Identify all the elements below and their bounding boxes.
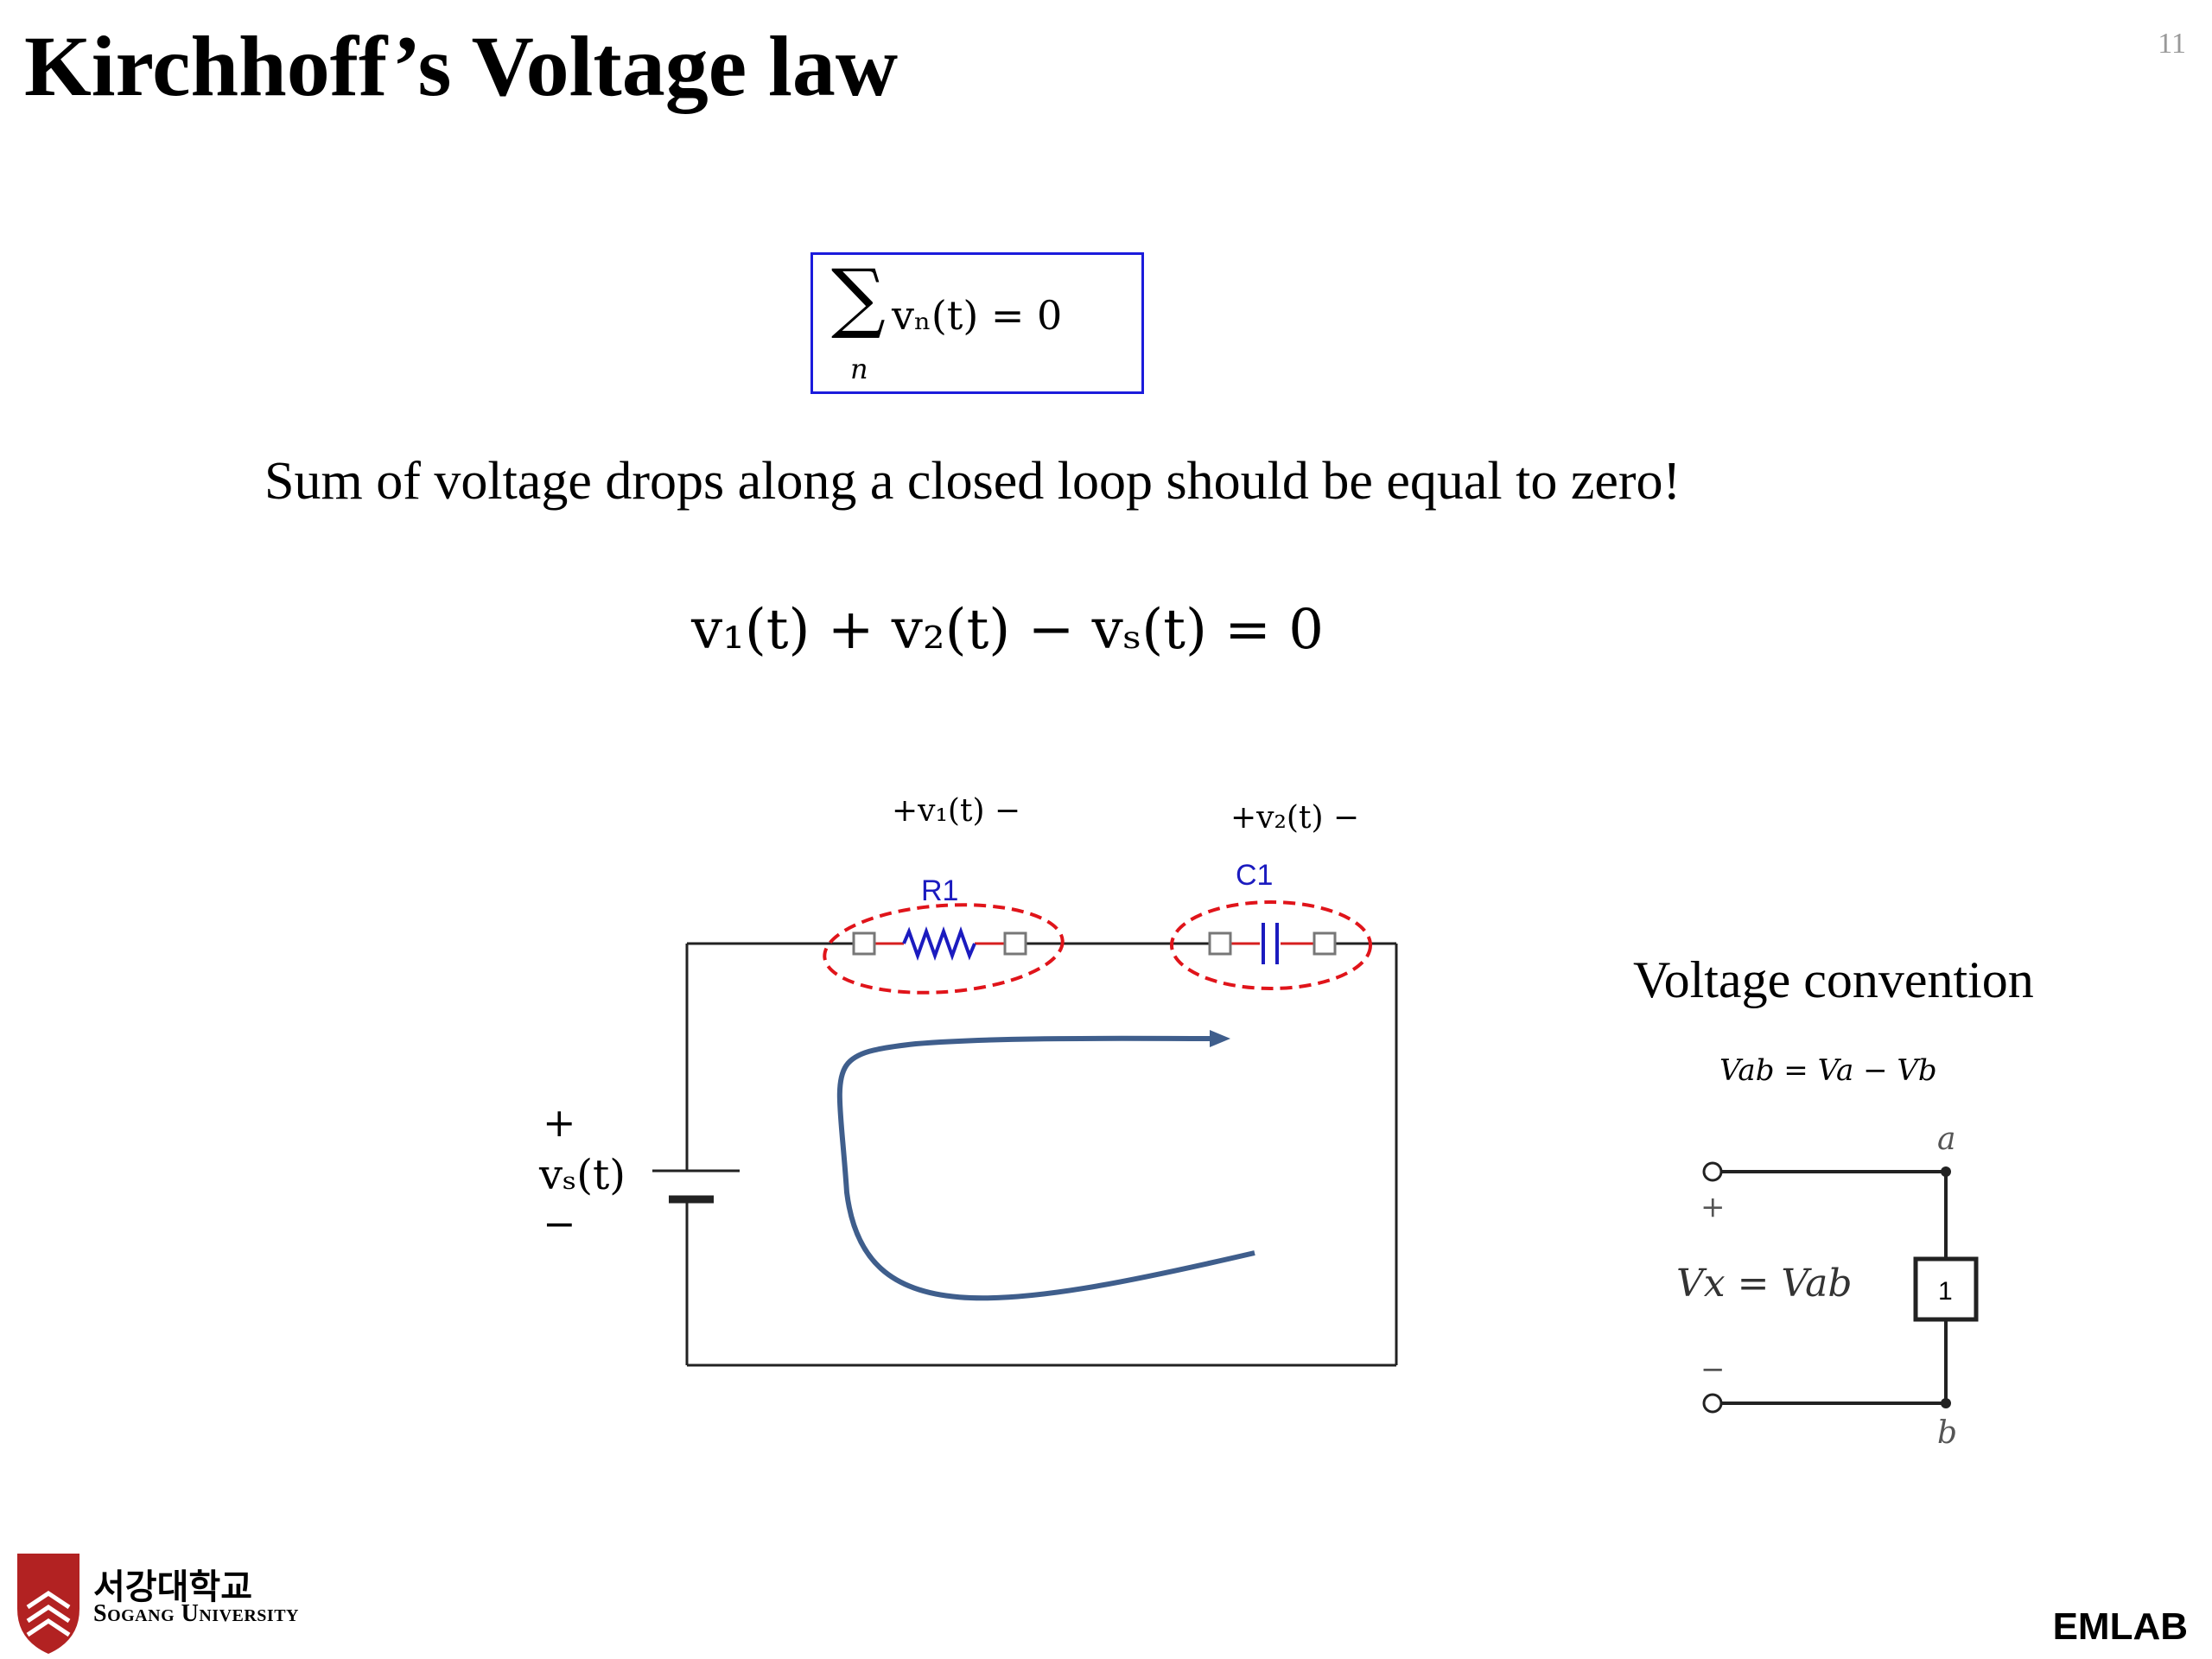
convention-plus: + bbox=[1700, 1190, 1726, 1224]
c1-highlight bbox=[1170, 900, 1372, 990]
circuit-wires bbox=[685, 942, 1398, 1367]
voltage-convention-title: Voltage convention bbox=[1633, 951, 2034, 1008]
page-number: 11 bbox=[2158, 28, 2186, 60]
source-minus: − bbox=[543, 1200, 576, 1247]
terminal-a-icon bbox=[1702, 1161, 1723, 1182]
formula-box bbox=[810, 252, 1144, 394]
university-name-korean: 서강대학교 bbox=[93, 1567, 252, 1607]
slide-title: Kirchhoff’s Voltage law bbox=[24, 18, 899, 114]
arrow-head-icon bbox=[1210, 1030, 1230, 1047]
node-b-label: b bbox=[1937, 1415, 1957, 1451]
r1-label: R1 bbox=[921, 874, 958, 907]
two-terminal-network bbox=[1721, 1170, 1979, 1405]
resistor-r1 bbox=[852, 926, 1027, 961]
network-box-label: 1 bbox=[1938, 1277, 1953, 1306]
university-emblem-icon bbox=[17, 1554, 79, 1654]
source-label: vₛ(t) bbox=[538, 1151, 626, 1199]
kvl-equation: v₁(t) + v₂(t) − vₛ(t) = 0 bbox=[691, 598, 1324, 662]
convention-minus: − bbox=[1700, 1352, 1726, 1387]
capacitor-c1 bbox=[1208, 923, 1337, 964]
convention-equation: Vab = Va − Vb bbox=[1719, 1053, 1937, 1088]
loop-direction-arrow bbox=[836, 1035, 1255, 1301]
kvl-statement: Sum of voltage drops along a closed loop… bbox=[264, 452, 1681, 511]
source-plus: + bbox=[543, 1099, 576, 1146]
v1-label: +v₁(t) − bbox=[892, 793, 1020, 829]
v2-label: +v₂(t) − bbox=[1230, 800, 1359, 836]
summation-index: n bbox=[850, 353, 868, 385]
node-a-label: a bbox=[1937, 1122, 1955, 1157]
c1-label: C1 bbox=[1236, 859, 1273, 892]
vx-equation: Vx = Vab bbox=[1676, 1262, 1853, 1306]
lab-brand: EMLAB bbox=[2052, 1605, 2188, 1648]
university-name-english: Sogang University bbox=[93, 1600, 299, 1627]
summation-formula: vₙ(t) = 0 bbox=[892, 292, 1063, 339]
node-a-dot bbox=[1941, 1166, 1951, 1177]
battery-symbol bbox=[652, 1169, 740, 1204]
node-b-dot bbox=[1941, 1398, 1951, 1408]
r1-highlight bbox=[823, 903, 1065, 995]
terminal-b-icon bbox=[1702, 1393, 1723, 1414]
summation-symbol: ∑ bbox=[831, 252, 886, 341]
